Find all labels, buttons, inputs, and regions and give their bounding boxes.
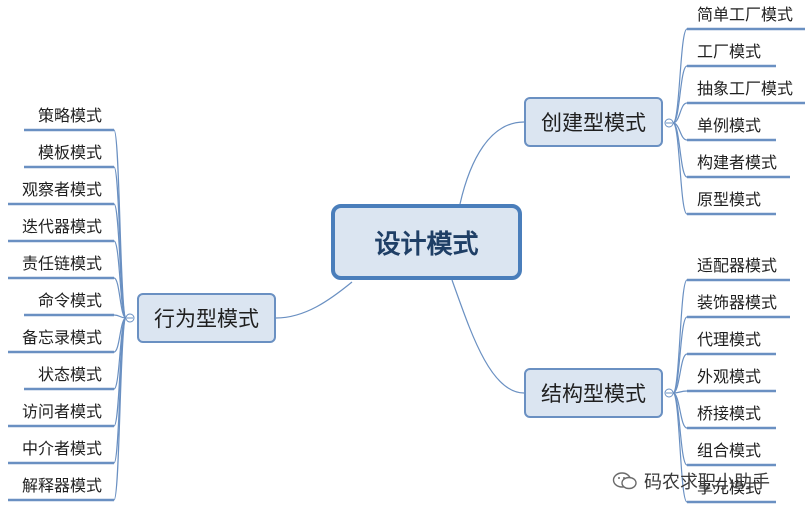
leaf-structural[interactable]: 代理模式 <box>697 330 762 349</box>
leaf-creational[interactable]: 构建者模式 <box>697 153 778 172</box>
leaf-behavioral[interactable]: 模板模式 <box>37 143 102 162</box>
leaf-creational[interactable]: 简单工厂模式 <box>697 5 794 24</box>
behavioral-leaf-connectors <box>113 129 127 501</box>
wechat-icon <box>612 472 637 490</box>
leaf-structural[interactable]: 桥接模式 <box>697 404 762 423</box>
leaf-structural[interactable]: 组合模式 <box>697 441 762 460</box>
connector-central-behavioral <box>275 281 353 319</box>
branch-behavioral[interactable]: 行为型模式 <box>137 293 276 343</box>
branch-creational[interactable]: 创建型模式 <box>524 97 663 147</box>
leaf-creational[interactable]: 抽象工厂模式 <box>697 79 794 98</box>
leaf-behavioral[interactable]: 观察者模式 <box>21 180 102 199</box>
structural-leaf-underlines <box>687 278 790 504</box>
leaf-behavioral[interactable]: 状态模式 <box>37 365 102 384</box>
leaf-behavioral[interactable]: 迭代器模式 <box>21 217 102 236</box>
leaf-structural[interactable]: 适配器模式 <box>697 256 778 275</box>
leaf-structural[interactable]: 装饰器模式 <box>697 293 778 312</box>
leaf-creational[interactable]: 工厂模式 <box>697 42 762 61</box>
central-topic[interactable]: 设计模式 <box>331 204 522 280</box>
structural-leaf-connectors <box>672 279 688 503</box>
creational-leaf-underlines <box>687 27 805 216</box>
branch-structural[interactable]: 结构型模式 <box>524 368 663 418</box>
leaf-structural[interactable]: 享元模式 <box>697 478 762 497</box>
behavioral-leaf-underlines <box>8 128 114 502</box>
connector-central-structural <box>451 279 525 394</box>
connector-central-creational <box>459 121 525 205</box>
watermark: 码农求职小助手 <box>612 468 770 494</box>
creational-leaf-connectors <box>672 28 688 215</box>
leaf-behavioral[interactable]: 责任链模式 <box>21 254 102 273</box>
leaf-creational[interactable]: 原型模式 <box>697 190 762 209</box>
leaf-structural[interactable]: 外观模式 <box>697 367 762 386</box>
leaf-behavioral[interactable]: 备忘录模式 <box>21 328 102 347</box>
watermark-text: 码农求职小助手 <box>644 472 770 493</box>
leaf-behavioral[interactable]: 访问者模式 <box>21 402 102 421</box>
leaf-behavioral[interactable]: 命令模式 <box>37 291 102 310</box>
leaf-behavioral[interactable]: 策略模式 <box>37 106 102 125</box>
leaf-creational[interactable]: 单例模式 <box>697 116 762 135</box>
leaf-behavioral[interactable]: 解释器模式 <box>21 476 102 495</box>
leaf-behavioral[interactable]: 中介者模式 <box>21 439 102 458</box>
